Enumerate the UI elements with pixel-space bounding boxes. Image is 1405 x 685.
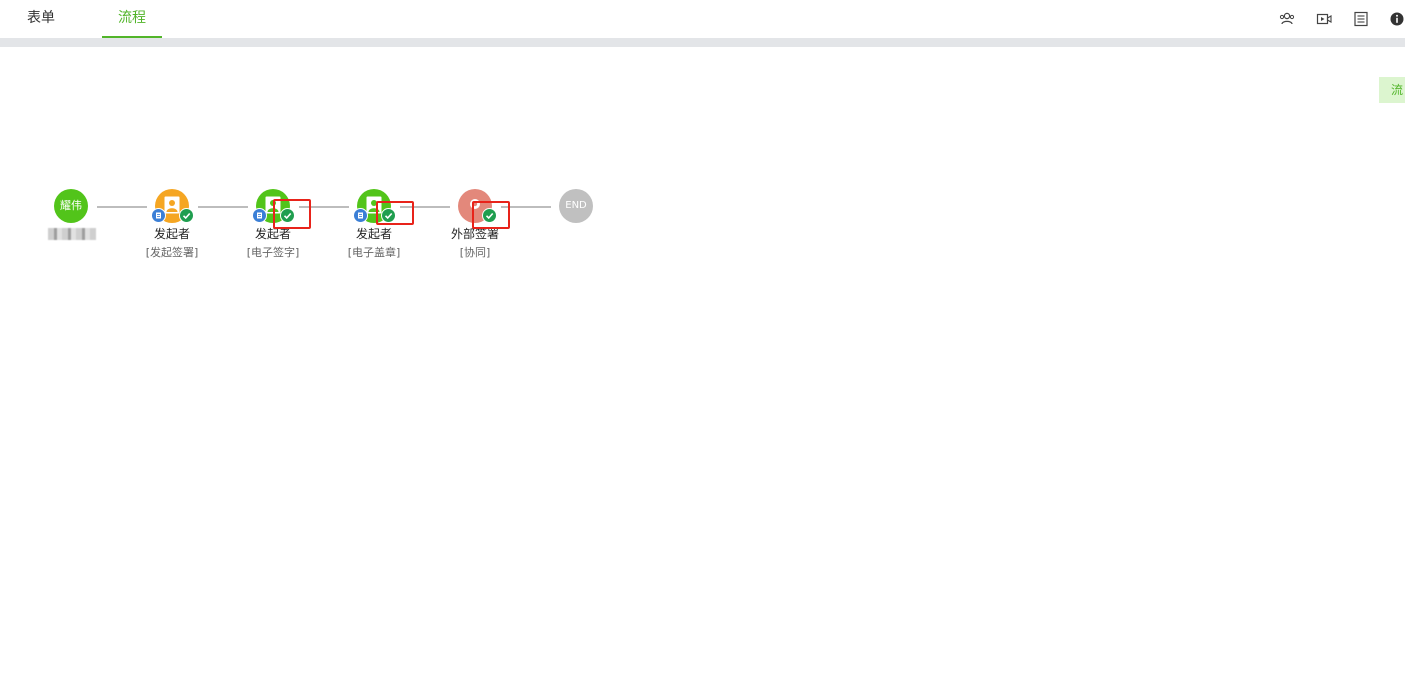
tab-flow[interactable]: 流程 (102, 0, 162, 38)
highlight-annotation (376, 201, 414, 225)
start-node-label: 耀伟 (60, 199, 82, 212)
document-icon (151, 208, 166, 223)
flow-node-label: 发起者 (153, 227, 190, 241)
tab-form[interactable]: 表单 (27, 10, 55, 26)
users-icon[interactable] (1279, 11, 1295, 27)
highlight-annotation (472, 201, 510, 229)
flow-connector (198, 206, 248, 208)
flow-node-sublabel: [电子盖章] (347, 246, 401, 259)
flow-connector (97, 206, 147, 208)
header-divider (0, 38, 1405, 47)
flow-side-tag[interactable]: 流 (1379, 77, 1405, 103)
highlight-annotation (273, 199, 311, 229)
check-icon (381, 208, 396, 223)
video-icon[interactable] (1316, 11, 1332, 27)
flow-node-sublabel: [协同] (459, 246, 491, 259)
document-list-icon[interactable] (1353, 11, 1369, 27)
flow-connector (501, 206, 551, 208)
flow-end-node[interactable]: END (559, 189, 593, 223)
flow-node-label: 发起者 (254, 227, 291, 241)
redacted-user-name (48, 228, 96, 240)
check-icon (179, 208, 194, 223)
person-card-icon (164, 196, 180, 214)
flow-node-sublabel: [电子签字] (246, 246, 300, 259)
flow-node-label: 外部签署 (450, 227, 499, 241)
end-node-label: END (565, 200, 587, 211)
check-icon (482, 208, 497, 223)
flow-connector (400, 206, 450, 208)
flow-node-initiate-sign[interactable] (151, 189, 194, 223)
top-tab-bar: 表单 流程 (0, 0, 1405, 38)
check-icon (280, 208, 295, 223)
document-icon (252, 208, 267, 223)
document-icon (353, 208, 368, 223)
flow-start-node[interactable]: 耀伟 (54, 189, 88, 223)
flow-connector (299, 206, 349, 208)
flow-node-label: 发起者 (355, 227, 392, 241)
flow-node-sublabel: [发起签署] (145, 246, 199, 259)
info-icon[interactable] (1389, 11, 1405, 27)
